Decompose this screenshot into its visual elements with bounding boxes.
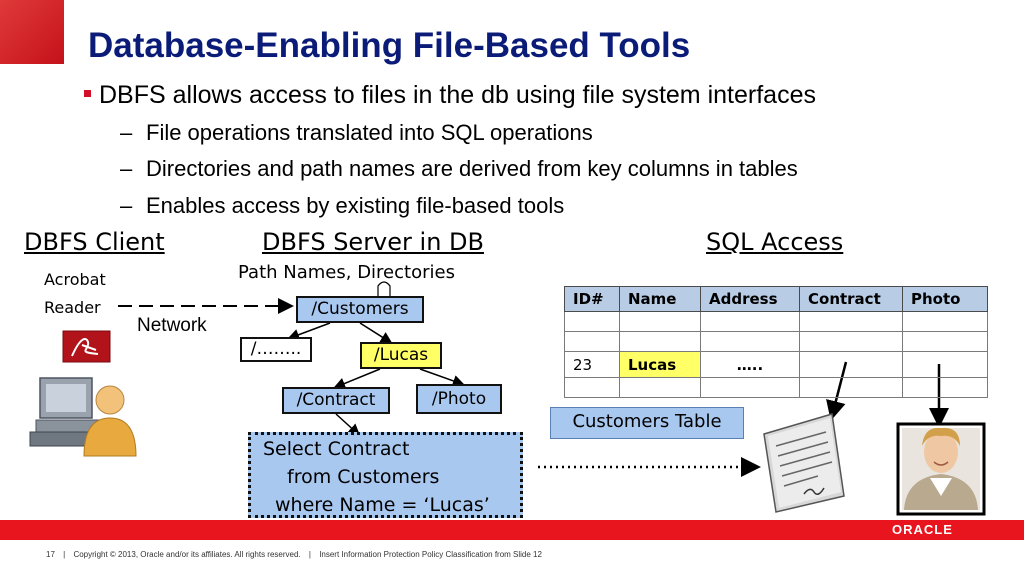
path-names-label: Path Names, Directories	[238, 262, 455, 283]
copyright-text: Copyright © 2013, Oracle and/or its affi…	[73, 550, 301, 559]
page-number: 17	[46, 550, 55, 559]
footer-bar	[0, 520, 1024, 540]
query-line-1: Select Contract	[263, 438, 410, 460]
sub-bullet-3: –Enables access by existing file-based t…	[120, 193, 565, 218]
client-app-line1: Acrobat	[44, 270, 106, 289]
tree-arrow-contract	[333, 368, 381, 390]
cell-name-highlight: Lucas	[619, 351, 701, 378]
header-contract: Contract	[799, 286, 903, 312]
cell-id: 23	[564, 351, 620, 378]
person-photo-icon	[896, 422, 986, 516]
computer-user-icon	[29, 377, 137, 457]
server-heading: DBFS Server in DB	[262, 228, 484, 256]
query-line-2: from Customers	[287, 466, 440, 488]
tree-arrow-lucas	[359, 322, 393, 344]
corner-accent	[0, 0, 64, 64]
header-name: Name	[619, 286, 701, 312]
tree-arrow-dots	[287, 322, 331, 341]
node-dots: /……..	[240, 337, 312, 362]
header-photo: Photo	[902, 286, 988, 312]
footer-text: 17 | Copyright © 2013, Oracle and/or its…	[46, 550, 542, 559]
customers-table-caption: Customers Table	[550, 407, 744, 439]
slide-title: Database-Enabling File-Based Tools	[88, 26, 691, 65]
node-customers: /Customers	[296, 296, 424, 323]
client-heading: DBFS Client	[24, 228, 165, 256]
node-photo: /Photo	[416, 384, 502, 414]
sql-heading: SQL Access	[706, 228, 844, 256]
table-row	[564, 331, 988, 352]
query-line-3: where Name = ‘Lucas’	[275, 494, 490, 516]
sub-bullet-1: –File operations translated into SQL ope…	[120, 120, 593, 145]
table-row	[564, 311, 988, 332]
node-lucas: /Lucas	[360, 342, 442, 369]
header-address: Address	[700, 286, 800, 312]
tree-arrow-photo	[419, 368, 465, 387]
contract-to-query-arrow	[335, 413, 361, 437]
table-row	[564, 377, 988, 398]
oracle-logo: ORACLE	[892, 522, 953, 537]
classification-text: Insert Information Protection Policy Cla…	[319, 550, 542, 559]
sql-query-box: Select Contract from Customers where Nam…	[248, 432, 523, 518]
table-header-row: ID# Name Address Contract Photo	[564, 286, 988, 312]
path-bracket	[377, 281, 391, 296]
network-label: Network	[137, 315, 207, 336]
contract-document-icon	[763, 413, 845, 513]
pdf-icon	[62, 330, 111, 363]
main-bullet-text: DBFS allows access to files in the db us…	[99, 81, 816, 109]
client-app-line2: Reader	[44, 298, 101, 317]
sub-bullet-2: –Directories and path names are derived …	[120, 156, 798, 181]
node-contract: /Contract	[282, 387, 390, 414]
bullet-square-icon	[84, 89, 91, 97]
cell-address: …..	[700, 351, 800, 378]
header-id: ID#	[564, 286, 620, 312]
main-bullet: DBFS allows access to files in the db us…	[84, 81, 816, 110]
